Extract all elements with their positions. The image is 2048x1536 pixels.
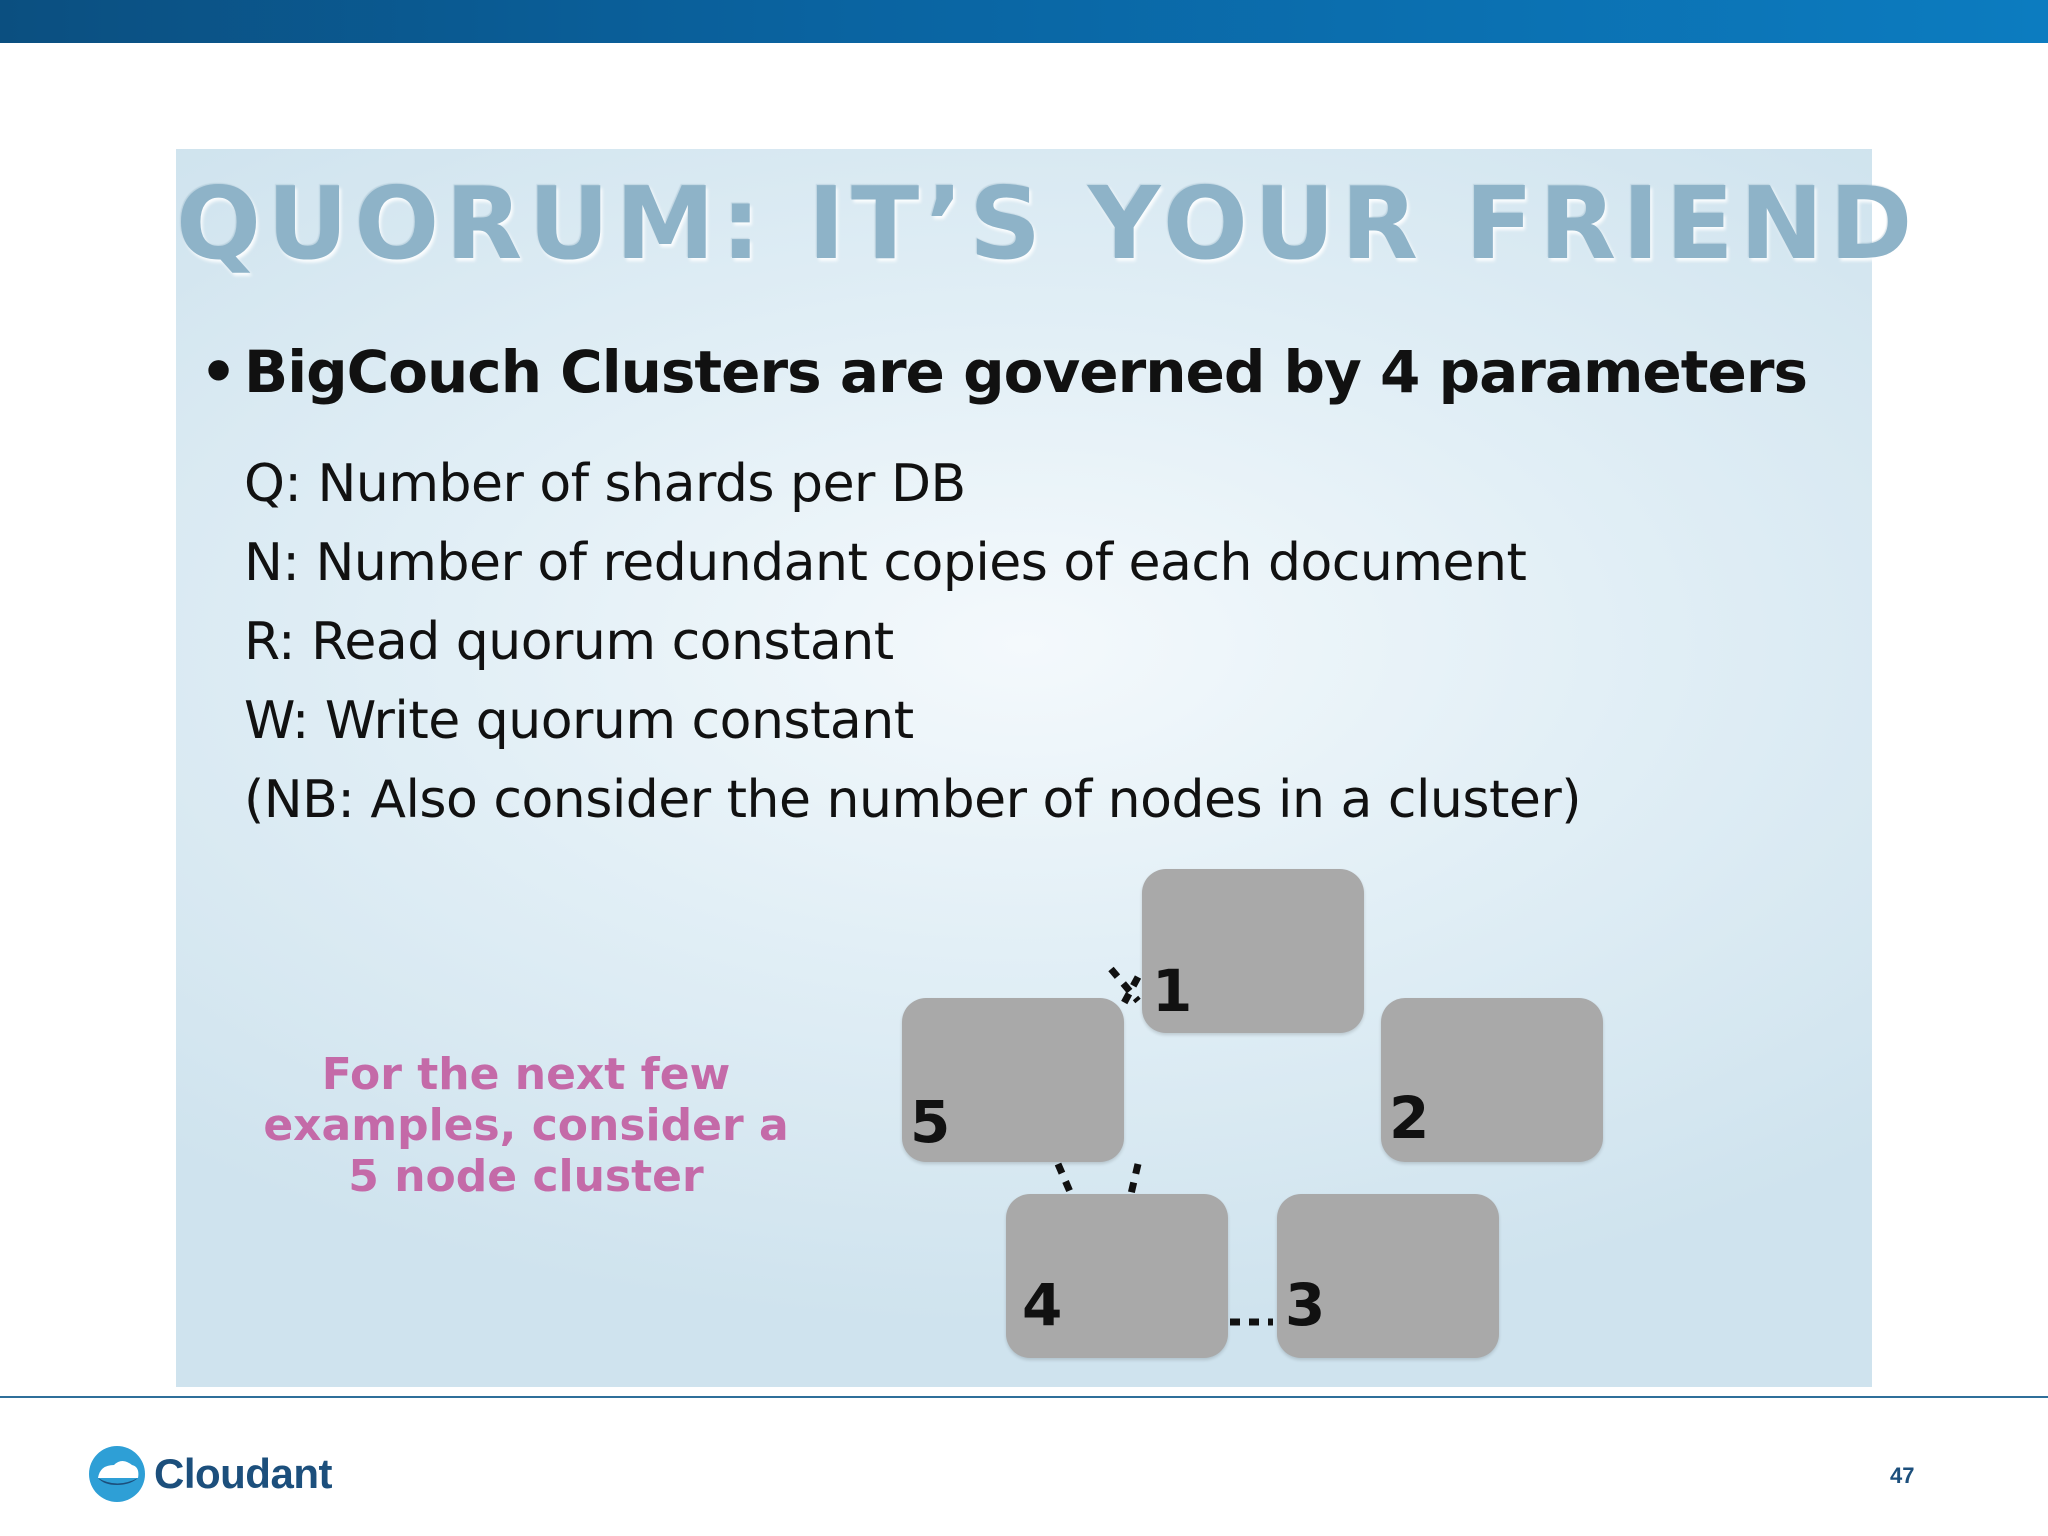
node-1: [1142, 869, 1364, 1033]
param-q: Q: Number of shards per DB: [244, 454, 966, 514]
param-n: N: Number of redundant copies of each do…: [244, 533, 1527, 593]
param-note: (NB: Also consider the number of nodes i…: [244, 770, 1582, 830]
footer-divider: [0, 1396, 2048, 1398]
slide-content: QUORUM: IT’S YOUR FRIEND •BigCouch Clust…: [176, 149, 1919, 1387]
cloudant-logo-icon: [89, 1446, 145, 1502]
brand-name: Cloudant: [154, 1450, 332, 1497]
param-w: W: Write quorum constant: [244, 691, 914, 751]
node-label-4: 4: [1022, 1271, 1063, 1339]
connector-5-1: [1120, 975, 1142, 1005]
page-number: 47: [1890, 1463, 1915, 1488]
node-4: [1006, 1194, 1228, 1358]
node-label-1: 1: [1152, 957, 1193, 1025]
connector-4-5: [1054, 1162, 1075, 1196]
cluster-ring-diagram: 1 2 3 4 5: [176, 149, 1872, 1387]
node-label-5: 5: [910, 1088, 951, 1156]
parameter-list: Q: Number of shards per DB N: Number of …: [244, 445, 1582, 840]
top-banner-bar: [0, 0, 2048, 43]
bullet-item: •BigCouch Clusters are governed by 4 par…: [200, 338, 1808, 406]
connector-2-3: [1127, 1163, 1142, 1195]
cloudant-logo: Cloudant: [88, 1445, 332, 1503]
node-2: [1381, 998, 1603, 1162]
param-r: R: Read quorum constant: [244, 612, 894, 672]
node-label-3: 3: [1285, 1271, 1326, 1339]
bullet-dot-icon: •: [200, 338, 237, 406]
bullet-text: BigCouch Clusters are governed by 4 para…: [244, 338, 1808, 406]
node-label-2: 2: [1389, 1084, 1430, 1152]
node-5: [902, 998, 1124, 1162]
node-3: [1277, 1194, 1499, 1358]
ring-connectors: [1054, 966, 1273, 1326]
connector-1-2: [1108, 966, 1141, 1004]
slide-title: QUORUM: IT’S YOUR FRIEND: [176, 165, 1919, 282]
cluster-note: For the next few examples, consider a 5 …: [263, 1049, 789, 1202]
